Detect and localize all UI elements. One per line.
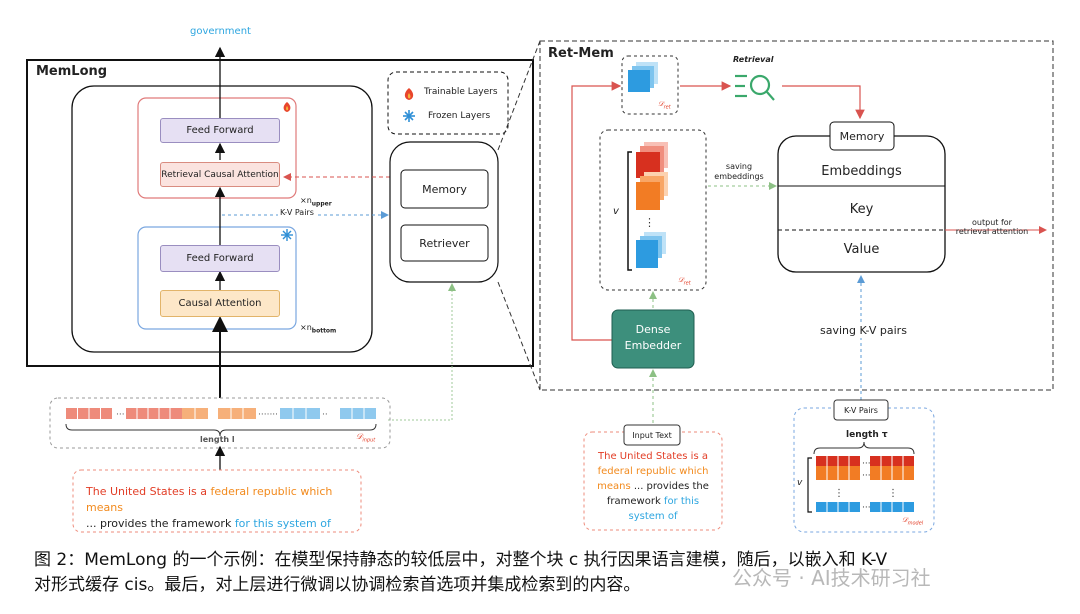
svg-text:·······: ······· [258,410,278,420]
input-text-mid: The United States is a federal republic … [597,451,709,522]
figure-caption: 图 2：MemLong 的一个示例：在模型保持静态的较低层中，对整个块 c 执行… [34,548,1044,598]
svg-text:··: ·· [322,410,328,420]
retriever-left-box [400,224,489,262]
memlong-frame [26,59,534,367]
government-label: government [190,26,251,37]
svg-text:···: ··· [862,503,871,513]
memlong-title: MemLong [36,64,108,79]
dense-to-dret-arrow [571,81,622,341]
upper-layers-box [137,97,297,199]
v-bracket-right [807,457,812,513]
dense-embedder-box [611,309,695,369]
svg-text:⋮: ⋮ [644,216,655,229]
flame-icon-upper [283,102,291,112]
memory-header-label: Memory [839,129,885,143]
svg-text:···: ··· [116,410,125,420]
token-row-left: ··· ······· ·· [66,408,376,420]
kv-pairs-left-label: K-V Pairs [278,208,316,217]
v-label-left: v [613,206,619,217]
trainable-layers-label: Trainable Layers [424,87,498,97]
memory-retriever-box [389,141,499,283]
retriever-left-label: Retriever [419,236,470,250]
length-tau-brace [813,441,915,455]
frozen-layers-label: Frozen Layers [428,111,491,121]
watermark: 公众号 · AI技术研习社 [732,566,931,590]
d-model-label: 𝒟model [902,516,924,527]
embedding-stack: ⋮ [636,142,668,268]
causal-attention: Causal Attention [160,290,280,317]
snowflake-icon [403,110,415,122]
length-l-label: length l [200,435,235,444]
v-label-right: v [797,478,803,488]
input-tokens-box [49,397,391,449]
saving-kv-label: saving K-V pairs [818,323,909,338]
zoom-line-top [497,40,541,151]
length-tau-label: length τ [846,430,888,440]
d-ret-top-cubes [628,62,658,92]
retrieval-causal-attention: Retrieval Causal Attention [160,162,280,187]
key-label: Key [849,201,874,217]
svg-text:⋮: ⋮ [888,488,898,499]
memory-header-box [829,121,895,151]
ret-mem-frame [539,40,1054,391]
svg-text:···: ··· [862,471,871,481]
embeddings-label: Embeddings [821,163,902,179]
d-ret-top-label: 𝒟ret [658,100,671,111]
legend-box [387,71,509,135]
kv-pairs-label-box [833,399,889,421]
input-text-box-left [72,469,362,533]
length-brace [65,423,377,437]
d-ret-stack-box [599,129,707,291]
diagram-canvas: ··· ······· ·· ⋮ [26,40,1054,533]
kv-pairs-right-label: K-V Pairs [844,405,878,415]
flame-icon [404,88,414,100]
value-label: Value [843,241,880,257]
d-input-left-label: 𝒟input [356,432,376,444]
retrieval-label: Retrieval [733,55,774,64]
snowflake-icon-lower [281,229,293,241]
n-upper-label: ×nupper [300,196,332,208]
memory-left-box [400,169,489,209]
magnifier-icon [735,74,775,101]
caption-line-2: 对形式缓存 cis。最后，对上层进行微调以协调检索首选项并集成检索到的内容。 [34,575,641,595]
feed-forward-lower: Feed Forward [160,245,280,272]
d-ret-lower-label: 𝒟ret [678,276,691,287]
caption-line-1: 图 2：MemLong 的一个示例：在模型保持静态的较低层中，对整个块 c 执行… [34,550,888,570]
svg-text:⋮: ⋮ [834,488,844,499]
v-bracket-left [627,151,632,271]
svg-text:···: ··· [862,459,871,469]
retrieval-to-memory-arrow [782,85,865,120]
feed-forward-upper: Feed Forward [160,118,280,143]
ret-mem-title: Ret-Mem [548,46,614,61]
n-bottom-label: ×nbottom [300,323,337,335]
input-text-label-box [623,424,681,446]
input-to-memory-line [388,283,456,421]
input-text-left: The United States is a federal republic … [86,485,333,530]
memory-left-label: Memory [422,182,467,196]
kv-token-grid: ··· ··· ··· ⋮ ⋮ [816,456,914,513]
input-text-label: Input Text [632,430,672,440]
memlong-inner-box [71,85,373,353]
zoom-line-bottom [497,281,541,391]
